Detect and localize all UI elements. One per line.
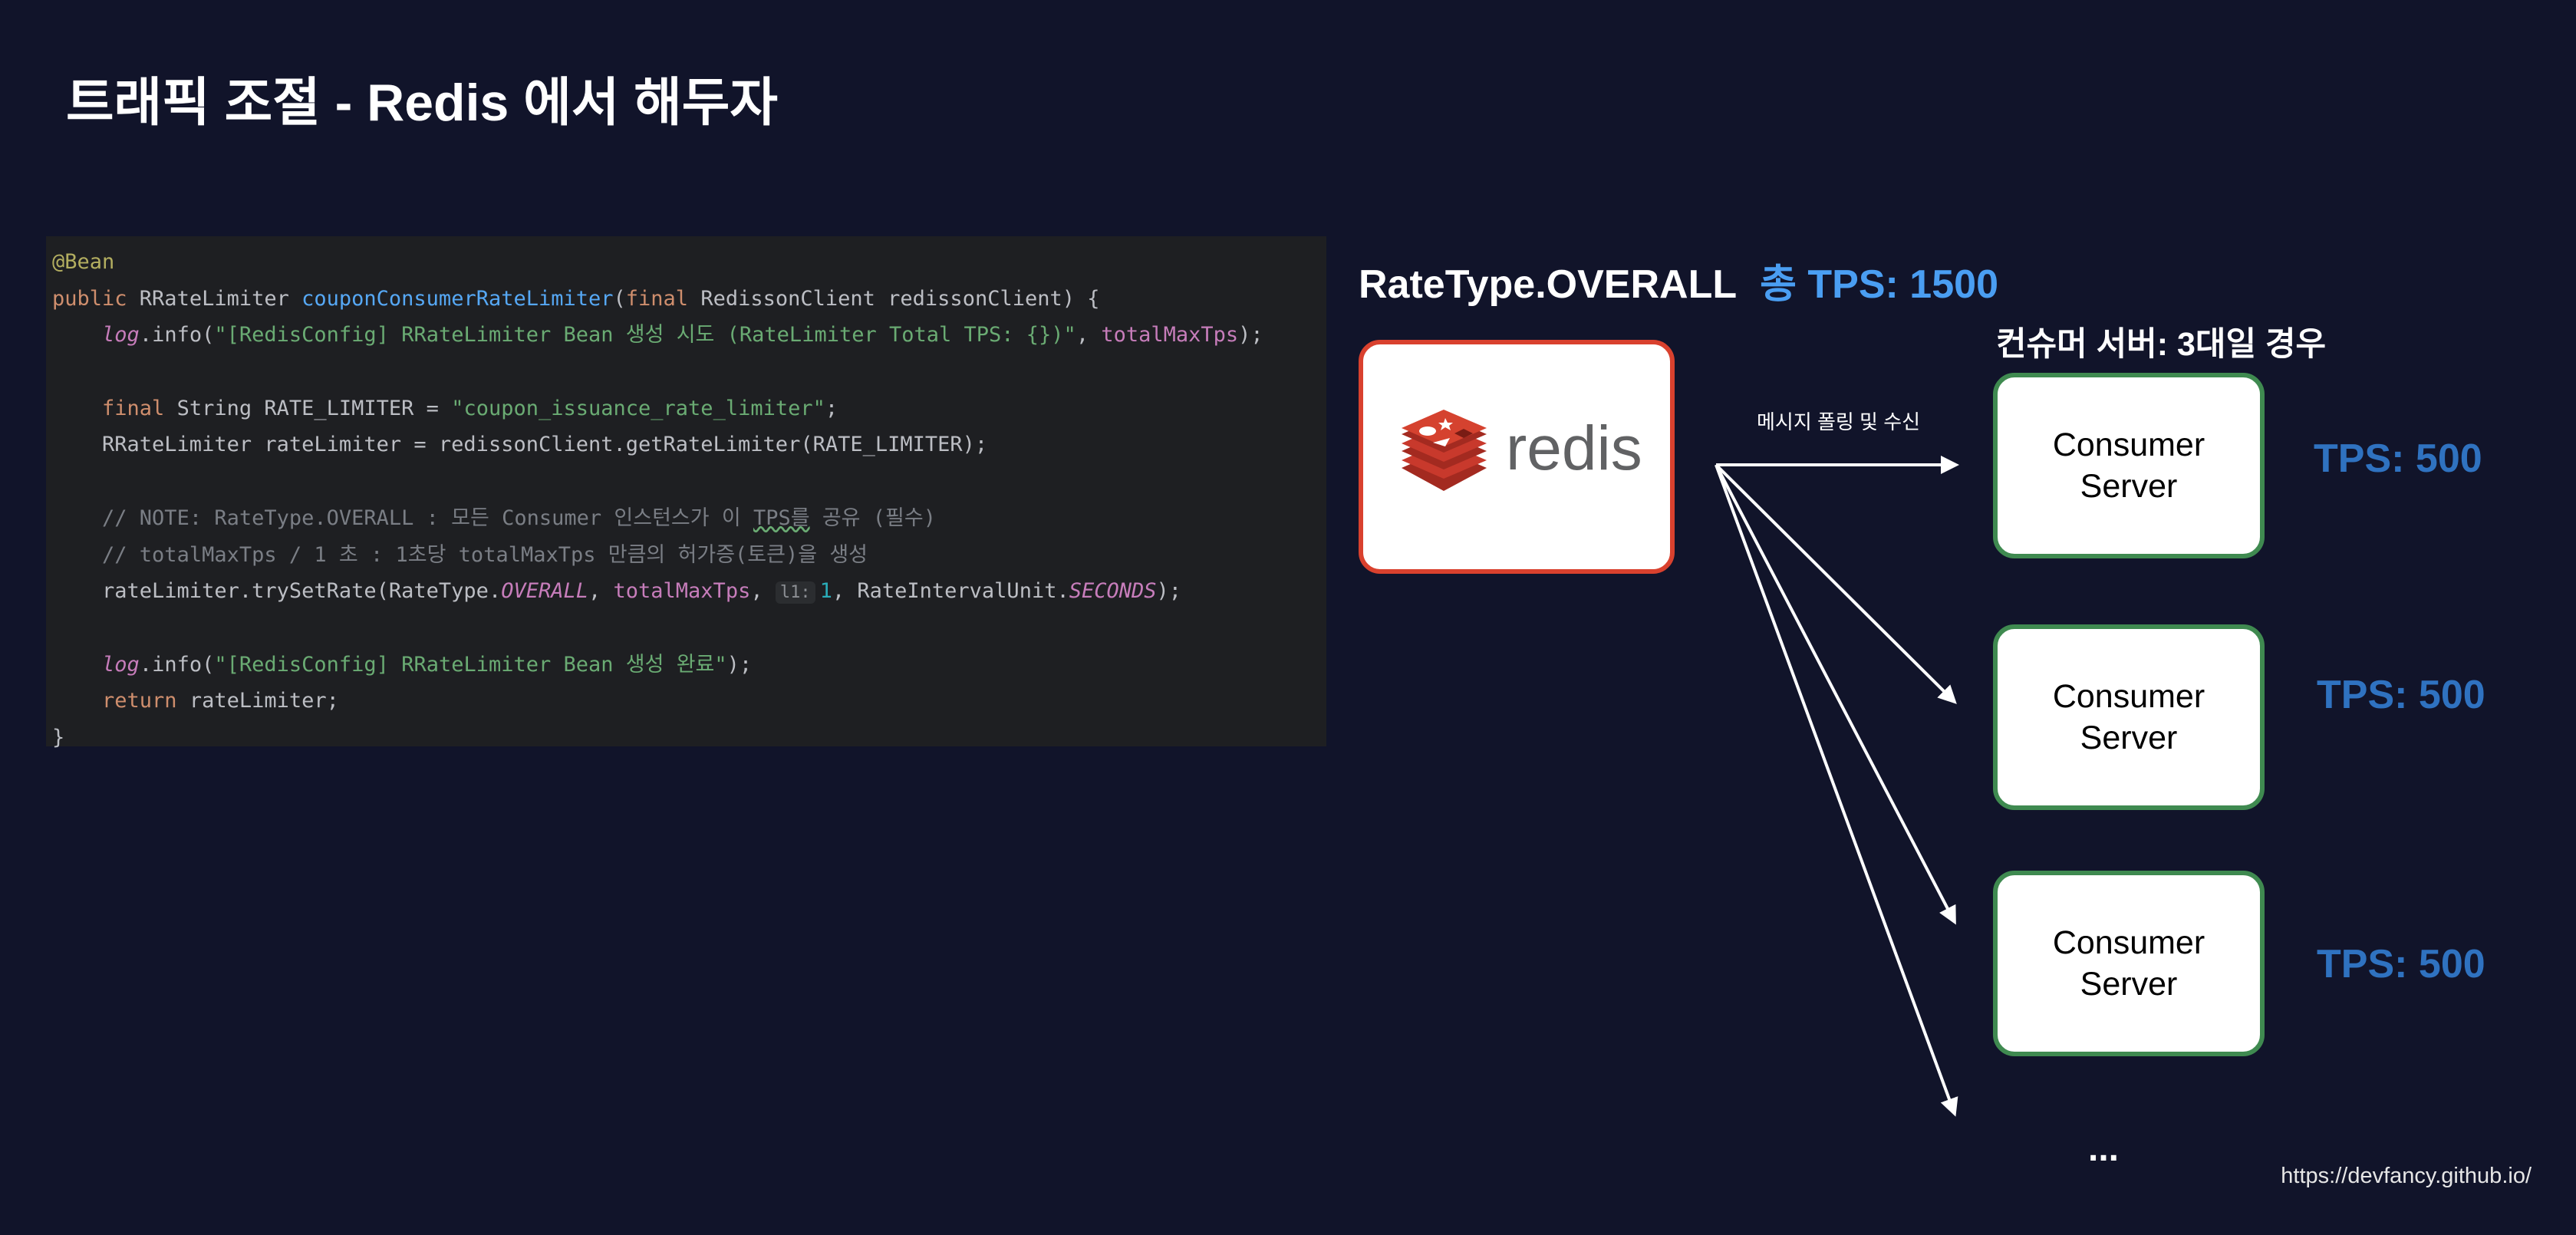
arrow-label: 메시지 폴링 및 수신 xyxy=(1757,410,1921,433)
code-token: "[RedisConfig] RRateLimiter Bean 생성 완료" xyxy=(214,652,727,677)
redis-node: redis xyxy=(1359,340,1675,574)
consumer-label: Server xyxy=(2080,468,2178,505)
code-token: ; xyxy=(825,396,838,420)
code-token: ); xyxy=(1238,323,1263,347)
code-block: @Bean public RRateLimiter couponConsumerR… xyxy=(46,236,1326,749)
code-token: "[RedisConfig] RRateLimiter Bean 생성 시도 (… xyxy=(214,323,1076,347)
code-token: log xyxy=(102,652,140,677)
code-token: RedissonClient redissonClient) { xyxy=(700,286,1100,311)
arrow-to-more xyxy=(1715,464,1958,1117)
arrow-to-consumer-2 xyxy=(1715,463,1957,704)
code-token: SECONDS xyxy=(1069,579,1157,604)
code-line: RRateLimiter rateLimiter = redissonClien… xyxy=(52,426,1326,463)
code-token: couponConsumerRateLimiter xyxy=(301,286,614,311)
code-line: public RRateLimiter couponConsumerRateLi… xyxy=(52,281,1326,318)
consumer-2-tps: TPS: 500 xyxy=(2317,673,2485,717)
code-line: log.info("[RedisConfig] RRateLimiter Bea… xyxy=(52,317,1326,354)
code-token: .info( xyxy=(139,323,215,347)
code-line: // NOTE: RateType.OVERALL : 모든 Consumer … xyxy=(52,500,1326,537)
footer-url: https://devfancy.github.io/ xyxy=(2281,1164,2532,1188)
code-token: "coupon_issuance_rate_limiter" xyxy=(451,396,825,420)
code-line: log.info("[RedisConfig] RRateLimiter Bea… xyxy=(52,647,1326,683)
code-token: ); xyxy=(1156,579,1182,604)
code-token: 1 xyxy=(819,579,832,604)
consumer-label: Consumer xyxy=(2052,924,2205,961)
consumer-3-tps: TPS: 500 xyxy=(2317,942,2485,986)
code-token: final xyxy=(102,396,177,420)
code-token: ( xyxy=(613,286,626,311)
code-token: return xyxy=(102,689,189,713)
code-token: .info( xyxy=(139,652,215,677)
code-token: // totalMaxTps / 1 초 : 1초당 totalMaxTps 만… xyxy=(102,542,868,567)
consumer-label: Server xyxy=(2080,720,2178,756)
consumer-label: Consumer xyxy=(2052,678,2205,715)
consumer-server-2: Consumer Server xyxy=(1993,624,2265,810)
code-token: , xyxy=(588,579,614,604)
code-line: final String RATE_LIMITER = "coupon_issu… xyxy=(52,390,1326,427)
consumer-label: Consumer xyxy=(2052,426,2205,463)
code-token: rateLimiter.trySetRate(RateType. xyxy=(52,579,502,604)
code-token: RRateLimiter rateLimiter = redissonClien… xyxy=(52,433,988,457)
rate-type-heading: RateType.OVERALL 총 TPS: 1500 xyxy=(1359,252,1998,309)
inlay-hint: l1: xyxy=(775,581,815,604)
consumer-label: Server xyxy=(2080,966,2178,1003)
code-token: ); xyxy=(726,652,753,677)
code-token: 공유 (필수) xyxy=(809,506,936,530)
more-consumers-ellipsis: ... xyxy=(2088,1128,2120,1169)
code-token: final xyxy=(625,286,701,311)
code-token: public xyxy=(52,286,140,311)
code-line: // totalMaxTps / 1 초 : 1초당 totalMaxTps 만… xyxy=(52,537,1326,574)
consumer-server-3: Consumer Server xyxy=(1993,871,2265,1056)
total-tps-label: 총 TPS: 1500 xyxy=(1760,262,1998,307)
code-line: @Bean xyxy=(52,244,1326,281)
code-token: , xyxy=(1076,323,1102,347)
code-token: totalMaxTps xyxy=(613,579,751,604)
redis-logo-text: redis xyxy=(1506,413,1642,483)
code-token: log xyxy=(102,323,140,347)
code-token: rateLimiter; xyxy=(189,689,339,713)
code-token: // NOTE: RateType.OVERALL : 모든 Consumer … xyxy=(102,506,753,530)
code-line: rateLimiter.trySetRate(RateType.OVERALL,… xyxy=(52,573,1326,610)
rate-type-label: RateType.OVERALL xyxy=(1359,262,1738,307)
slide-title: 트래픽 조절 - Redis 에서 해두자 xyxy=(66,74,778,132)
consumer-1-tps: TPS: 500 xyxy=(2314,436,2482,481)
code-token: @Bean xyxy=(52,250,115,274)
arrow-to-consumer-3 xyxy=(1715,464,1956,925)
code-token: } xyxy=(52,725,65,749)
code-token: TPS를 xyxy=(753,506,810,530)
code-token: OVERALL xyxy=(501,579,588,604)
consumer-server-1: Consumer Server xyxy=(1993,373,2265,558)
code-token: , RateIntervalUnit. xyxy=(832,579,1069,604)
redis-logo-icon: redis xyxy=(1402,410,1642,491)
code-token: String RATE_LIMITER = xyxy=(176,396,452,420)
code-token: RRateLimiter xyxy=(139,286,302,311)
consumer-count-heading: 컨슈머 서버: 3대일 경우 xyxy=(1996,326,2327,363)
code-token: , xyxy=(750,579,776,604)
code-line: } xyxy=(52,720,1326,756)
code-token: totalMaxTps xyxy=(1101,323,1239,347)
code-line: return rateLimiter; xyxy=(52,683,1326,720)
